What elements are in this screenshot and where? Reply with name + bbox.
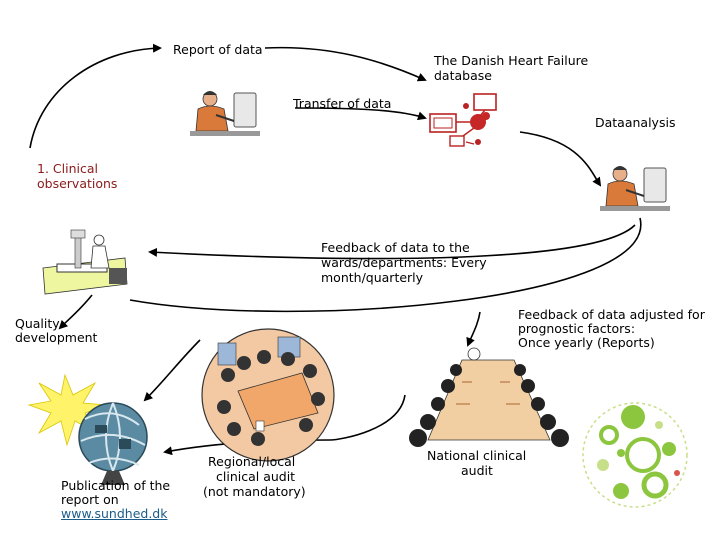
- conference-table-icon: [409, 347, 569, 447]
- label-dataanalysis: Dataanalysis: [595, 115, 676, 130]
- label-database-line2: database: [434, 68, 492, 83]
- label-regional-line2: clinical audit: [216, 469, 296, 484]
- circles-logo: [582, 402, 688, 508]
- arrow-clinical-to-report: [29, 43, 162, 149]
- arrow-report-to-database: [264, 46, 427, 82]
- arrow-database-to-analysis: [519, 131, 602, 187]
- round-meeting-icon: [201, 328, 335, 462]
- label-clinical-line1: 1. Clinical: [37, 161, 98, 176]
- label-regional-line3: (not mandatory): [203, 484, 306, 499]
- arrow-feedback-yearly: [466, 311, 481, 347]
- label-national-line1: National clinical: [427, 448, 527, 463]
- label-quality-line2: development: [15, 330, 98, 345]
- label-feedback-line3: month/quarterly: [321, 270, 424, 285]
- label-transfer-of-data: Transfer of data: [293, 96, 392, 111]
- label-feedback-line2: wards/departments: Every: [321, 255, 487, 270]
- label-adjusted-line2: prognostic factors:: [518, 321, 636, 336]
- office-worker-icon: [600, 166, 670, 211]
- label-publication-line2: report on: [61, 492, 119, 507]
- label-adjusted-line1: Feedback of data adjusted for: [518, 307, 705, 322]
- arrow-clinic-to-quality: [58, 294, 93, 330]
- label-database-line1: The Danish Heart Failure: [434, 53, 589, 68]
- label-report-of-data: Report of data: [173, 42, 263, 57]
- arrow-feedback-monthly: [148, 224, 636, 260]
- arrow-transfer: [294, 107, 427, 121]
- label-publication-line1: Publication of the: [61, 478, 171, 493]
- office-worker-icon: [190, 85, 262, 143]
- label-adjusted-line3: Once yearly (Reports): [518, 335, 655, 350]
- link-sundhed[interactable]: www.sundhed.dk: [61, 506, 168, 521]
- label-quality-line1: Quality: [15, 316, 60, 331]
- label-national-line2: audit: [461, 463, 493, 478]
- clinic-scene-icon: [42, 229, 128, 295]
- arrow-national-to-regional: [163, 394, 406, 456]
- label-feedback-line1: Feedback of data to the: [321, 240, 470, 255]
- database-graphic-icon: [429, 93, 497, 147]
- arrow-quality-to-globe: [143, 339, 201, 402]
- label-clinical-line2: observations: [37, 176, 118, 191]
- globe-icon: [27, 373, 148, 485]
- arrow-feedback-wide: [129, 217, 642, 313]
- label-regional-line1: Regional/local: [208, 454, 296, 469]
